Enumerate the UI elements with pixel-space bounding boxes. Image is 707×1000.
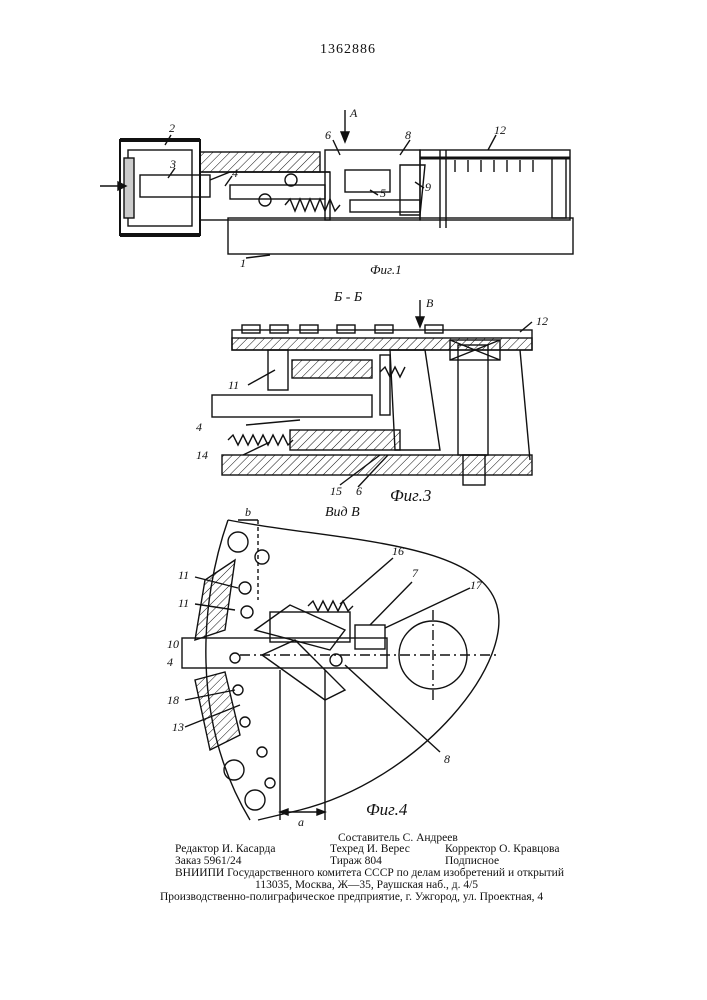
- footer-order: Заказ 5961/24: [175, 855, 242, 867]
- fig4-label-11a: 11: [178, 568, 189, 583]
- fig4-label-18: 18: [167, 693, 179, 708]
- footer-subscription: Подписное: [445, 855, 499, 867]
- fig4-label-16: 16: [392, 544, 404, 559]
- footer-org-line: ВНИИПИ Государственного комитета СССР по…: [175, 867, 564, 879]
- fig4-label-7: 7: [412, 566, 418, 581]
- fig4-view-title: Вид В: [325, 505, 360, 521]
- fig4-dimension-a: a: [298, 815, 304, 830]
- fig4-label-11b: 11: [178, 596, 189, 611]
- footer-circulation: Тираж 804: [330, 855, 382, 867]
- footer-printer-line: Производственно-полиграфическое предприя…: [160, 891, 543, 903]
- footer-techred: Техред И. Верес: [330, 843, 410, 855]
- fig4-label-8: 8: [444, 752, 450, 767]
- fig4-caption: Фиг.4: [366, 800, 407, 820]
- footer-address-line: 113035, Москва, Ж—35, Раушская наб., д. …: [255, 879, 478, 891]
- fig4-label-13: 13: [172, 720, 184, 735]
- fig4-label-10: 10: [167, 637, 179, 652]
- footer-editor: Редактор И. Касарда: [175, 843, 275, 855]
- fig4-label-4: 4: [167, 655, 173, 670]
- footer-corrector: Корректор О. Кравцова: [445, 843, 559, 855]
- fig4-dimension-b: b: [245, 505, 251, 520]
- fig4-label-17: 17: [470, 578, 482, 593]
